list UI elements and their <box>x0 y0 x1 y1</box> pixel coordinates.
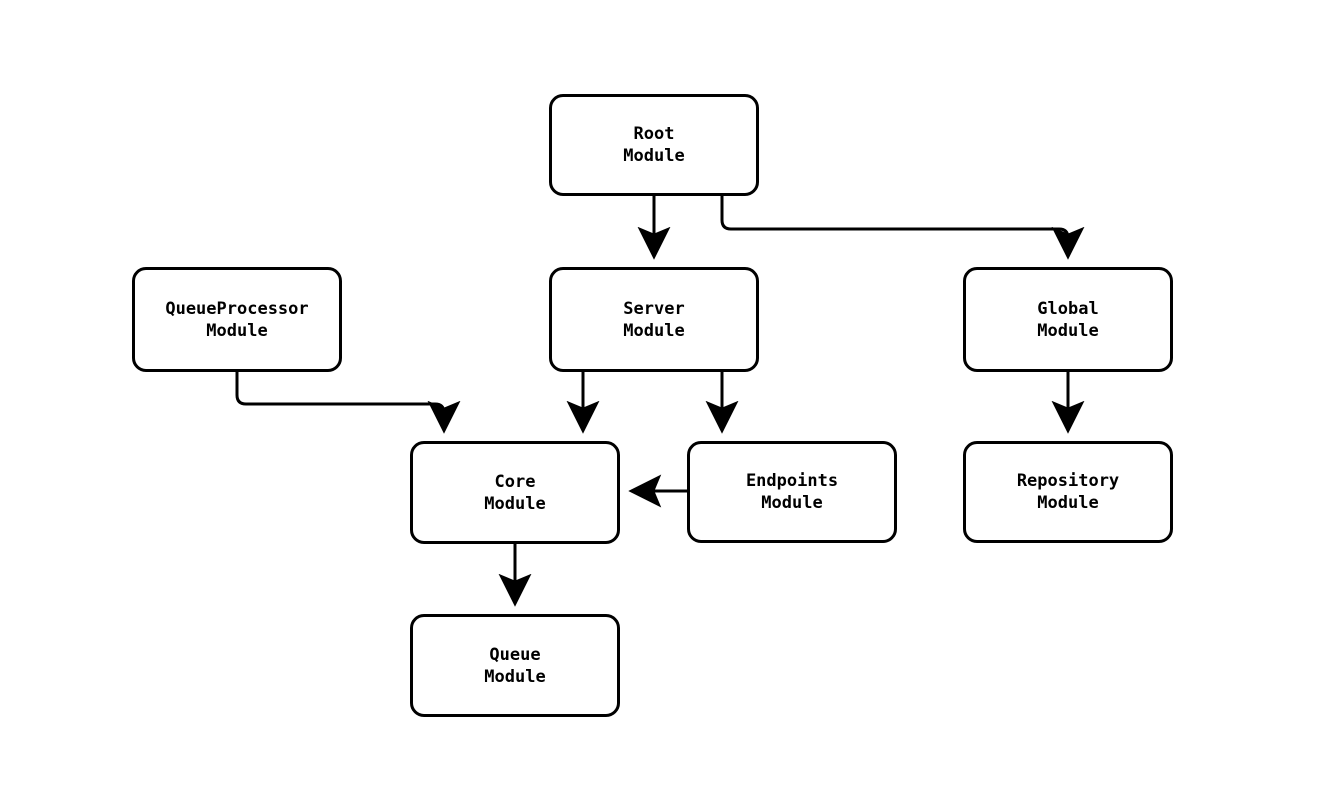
node-queue[interactable]: Queue Module <box>410 614 620 717</box>
node-label-repository: Repository Module <box>1016 471 1120 513</box>
node-label-server: Server Module <box>623 298 685 341</box>
node-endpoints[interactable]: Endpoints Module <box>687 441 897 543</box>
node-label-endpoints: Endpoints Module <box>745 471 839 513</box>
edge-root-to-global <box>720 196 1085 260</box>
node-label-queueprocessor: QueueProcessor Module <box>165 298 309 341</box>
node-queueprocessor[interactable]: QueueProcessor Module <box>132 267 342 372</box>
edge-queueprocessor-to-core <box>235 372 461 434</box>
node-label-root: Root Module <box>623 124 685 166</box>
node-label-core: Core Module <box>484 471 546 514</box>
node-core[interactable]: Core Module <box>410 441 620 544</box>
node-server[interactable]: Server Module <box>549 267 759 372</box>
node-repository[interactable]: Repository Module <box>963 441 1173 543</box>
node-label-queue: Queue Module <box>484 644 546 687</box>
node-label-global: Global Module <box>1037 298 1099 341</box>
node-global[interactable]: Global Module <box>963 267 1173 372</box>
node-root[interactable]: Root Module <box>549 94 759 196</box>
